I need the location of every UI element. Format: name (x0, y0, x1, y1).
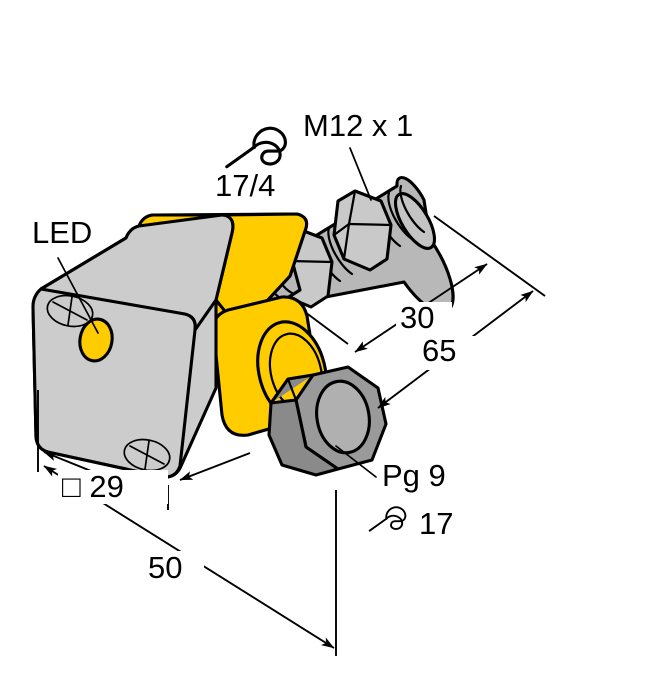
wrench-spec-bottom: 17 (368, 506, 453, 541)
dimension-text-masks (58, 302, 476, 585)
label-m12: M12 x 1 (303, 108, 413, 201)
dimension-collar-offset-line (179, 452, 251, 481)
wrench-top-size-text: 17/4 (215, 168, 275, 203)
m12-label-text: M12 x 1 (303, 108, 413, 143)
dimension-30-text-top: 30 (400, 300, 434, 335)
pg9-label-text: Pg 9 (382, 458, 446, 493)
dimension-texts-layer: 30 65 □ 29 50 (62, 300, 456, 585)
pg9-gland-face (315, 379, 371, 455)
pg9-hex-nut (267, 365, 388, 477)
dimension-extension-lines-right (304, 215, 546, 345)
led-indicator-icon (78, 317, 114, 363)
dimension-collar-offset (179, 452, 251, 481)
m12-leader-line (349, 147, 372, 201)
wrench-spec-top: 17/4 (215, 126, 287, 203)
pg9-leader-line (335, 445, 377, 478)
label-pg9: Pg 9 (335, 445, 446, 493)
hex-nut-outer (332, 189, 393, 272)
sensor-body-assembly (31, 176, 455, 479)
wrench-icon (225, 126, 287, 169)
wrench-bottom-size-text: 17 (419, 506, 453, 541)
dimension-65-text-top: 65 (422, 333, 456, 368)
led-leader-line (57, 257, 99, 334)
dimension-29-text-top: □ 29 (62, 469, 124, 504)
sensor-front-faceplate (31, 213, 235, 479)
led-label-text: LED (32, 215, 92, 250)
dimension-50-text-top: 50 (148, 550, 182, 585)
label-led: LED (32, 215, 99, 334)
wrench-icon (368, 506, 407, 532)
mounting-hole-top (46, 294, 94, 328)
